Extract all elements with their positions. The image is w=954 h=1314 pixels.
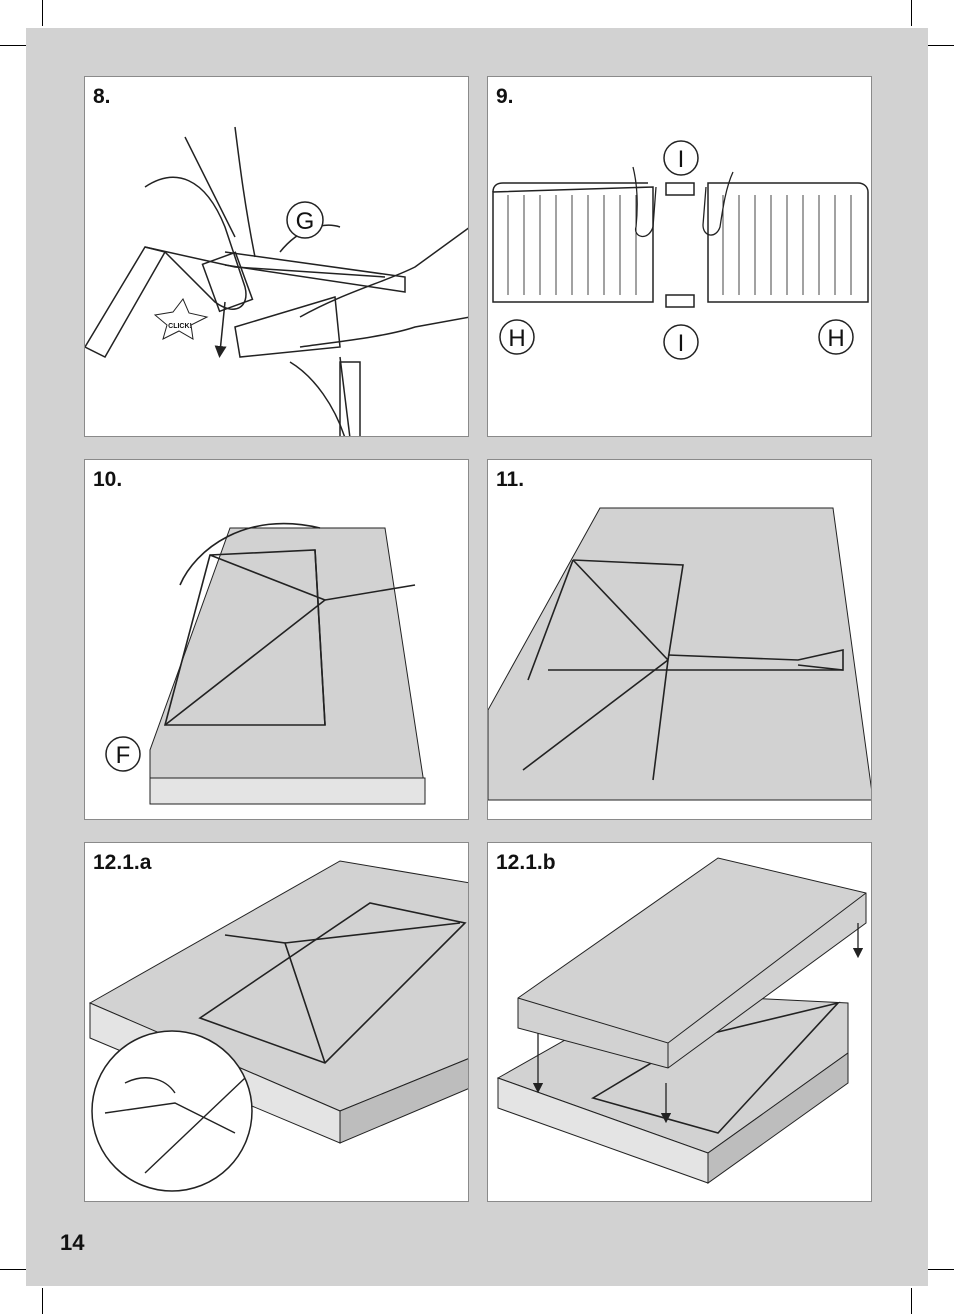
step-9-illustration: I I H H (488, 77, 872, 437)
crop-mark (928, 1269, 954, 1270)
callout-g: G (296, 208, 315, 235)
step-10-illustration: F (85, 460, 469, 820)
page-number: 14 (60, 1230, 84, 1256)
step-12-1-a-illustration (85, 843, 469, 1202)
crop-mark (928, 45, 954, 46)
step-number: 12.1.a (93, 851, 151, 875)
click-label: CLICK! (168, 323, 192, 330)
callout-i-top: I (678, 146, 685, 173)
step-number: 10. (93, 468, 122, 492)
step-number: 12.1.b (496, 851, 556, 875)
step-12-1-b-illustration (488, 843, 872, 1202)
crop-mark (0, 45, 26, 46)
callout-h-left: H (508, 325, 525, 352)
step-12-1-a-panel: 12.1.a (84, 842, 469, 1202)
crop-mark (911, 0, 912, 26)
step-number: 11. (496, 468, 524, 492)
step-10-panel: 10. F (84, 459, 469, 820)
step-11-panel: 11. (487, 459, 872, 820)
crop-mark (911, 1288, 912, 1314)
step-9-panel: 9. I I H H (487, 76, 872, 437)
step-11-illustration (488, 460, 872, 820)
crop-mark (42, 0, 43, 26)
step-8-panel: 8. G CLICK! (84, 76, 469, 437)
callout-f: F (116, 742, 131, 769)
callout-i-bottom: I (678, 330, 685, 357)
step-number: 8. (93, 85, 111, 109)
step-8-illustration: G CLICK! (85, 77, 469, 437)
crop-mark (0, 1269, 26, 1270)
callout-h-right: H (827, 325, 844, 352)
crop-mark (42, 1288, 43, 1314)
step-number: 9. (496, 85, 514, 109)
step-12-1-b-panel: 12.1.b (487, 842, 872, 1202)
